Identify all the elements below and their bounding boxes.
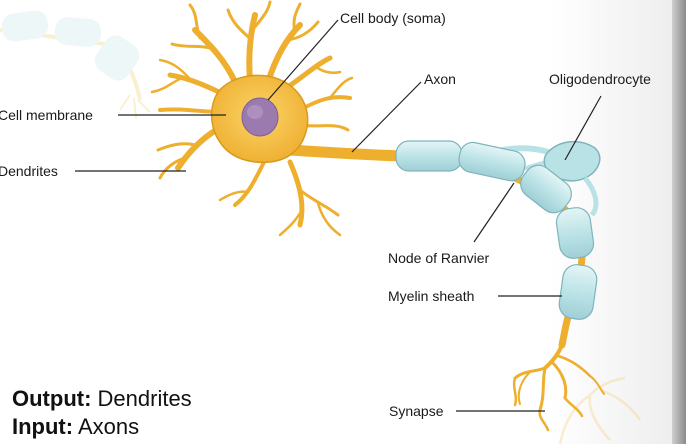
label-node-of-ranvier: Node of Ranvier xyxy=(388,250,490,266)
caption-output-value: Dendrites xyxy=(97,386,192,411)
label-axon: Axon xyxy=(424,71,456,87)
label-cell-membrane: Cell membrane xyxy=(0,107,93,123)
caption-input-key: Input: xyxy=(12,414,74,439)
myelin-sheath-segments xyxy=(395,140,598,320)
label-myelin-sheath: Myelin sheath xyxy=(388,288,475,304)
leader-lines xyxy=(75,19,602,412)
caption-input: Input: Axons xyxy=(12,415,139,439)
caption-output-key: Output: xyxy=(12,386,92,411)
faded-neighbor-axon xyxy=(0,10,151,119)
caption-output: Output: Dendrites xyxy=(12,387,192,411)
faded-neighbor-dendrites xyxy=(558,376,642,444)
caption-input-value: Axons xyxy=(78,414,140,439)
slide-edge-shadow xyxy=(672,0,686,444)
label-cell-body: Cell body (soma) xyxy=(340,10,446,26)
label-synapse: Synapse xyxy=(389,403,444,419)
axon-terminals xyxy=(512,343,605,432)
label-dendrites: Dendrites xyxy=(0,163,58,179)
label-oligodendrocyte: Oligodendrocyte xyxy=(549,71,651,87)
